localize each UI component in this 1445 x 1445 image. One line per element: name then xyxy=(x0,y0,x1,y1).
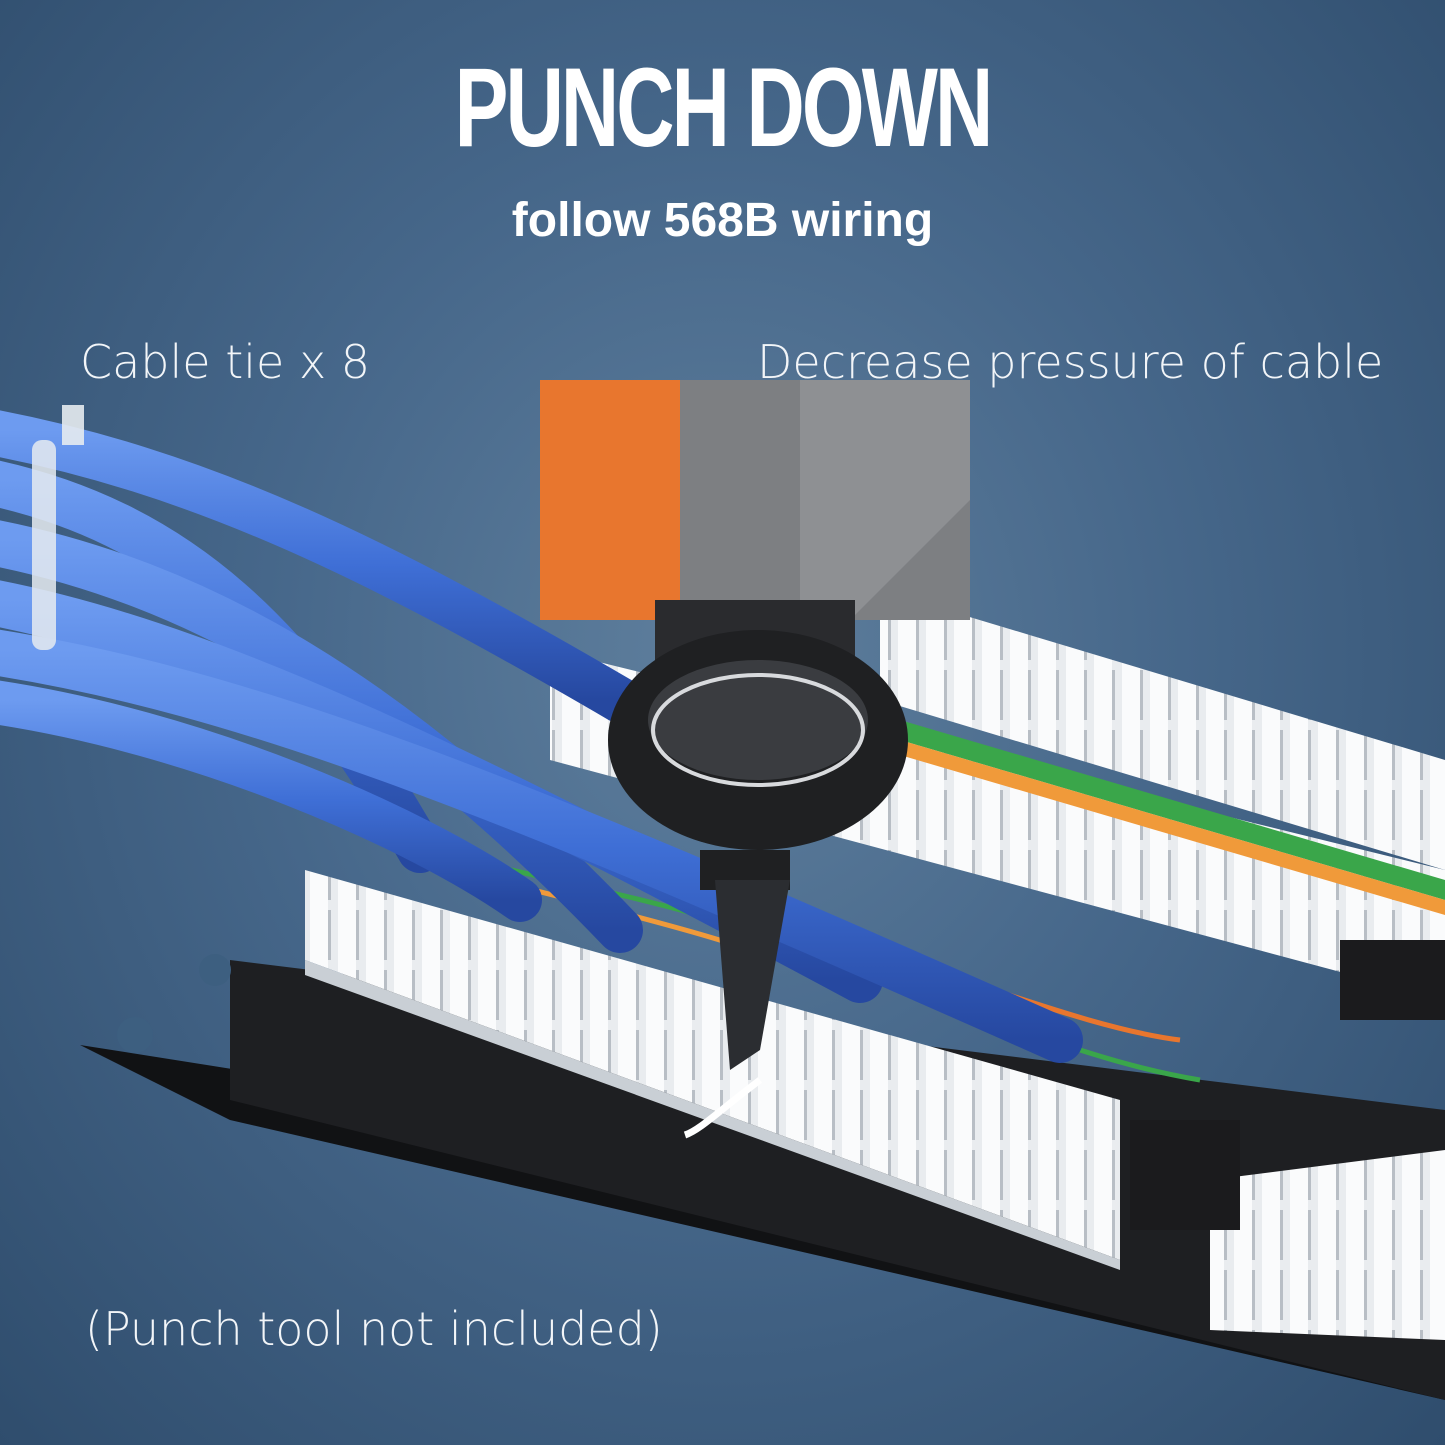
blue-ethernet-cables xyxy=(0,410,1083,1063)
page-title: PUNCH DOWN xyxy=(454,45,994,170)
page-subtitle: follow 568B wiring xyxy=(511,194,934,247)
pressure-caption: Decrease pressure of cable xyxy=(757,335,1384,389)
cable-tie xyxy=(32,405,84,650)
cable-tie-caption: Cable tie x 8 xyxy=(80,335,371,389)
tool-note-caption: (Punch tool not included) xyxy=(85,1302,663,1356)
patch-panel-frame xyxy=(80,954,1445,1400)
punch-down-tool xyxy=(540,380,970,1070)
